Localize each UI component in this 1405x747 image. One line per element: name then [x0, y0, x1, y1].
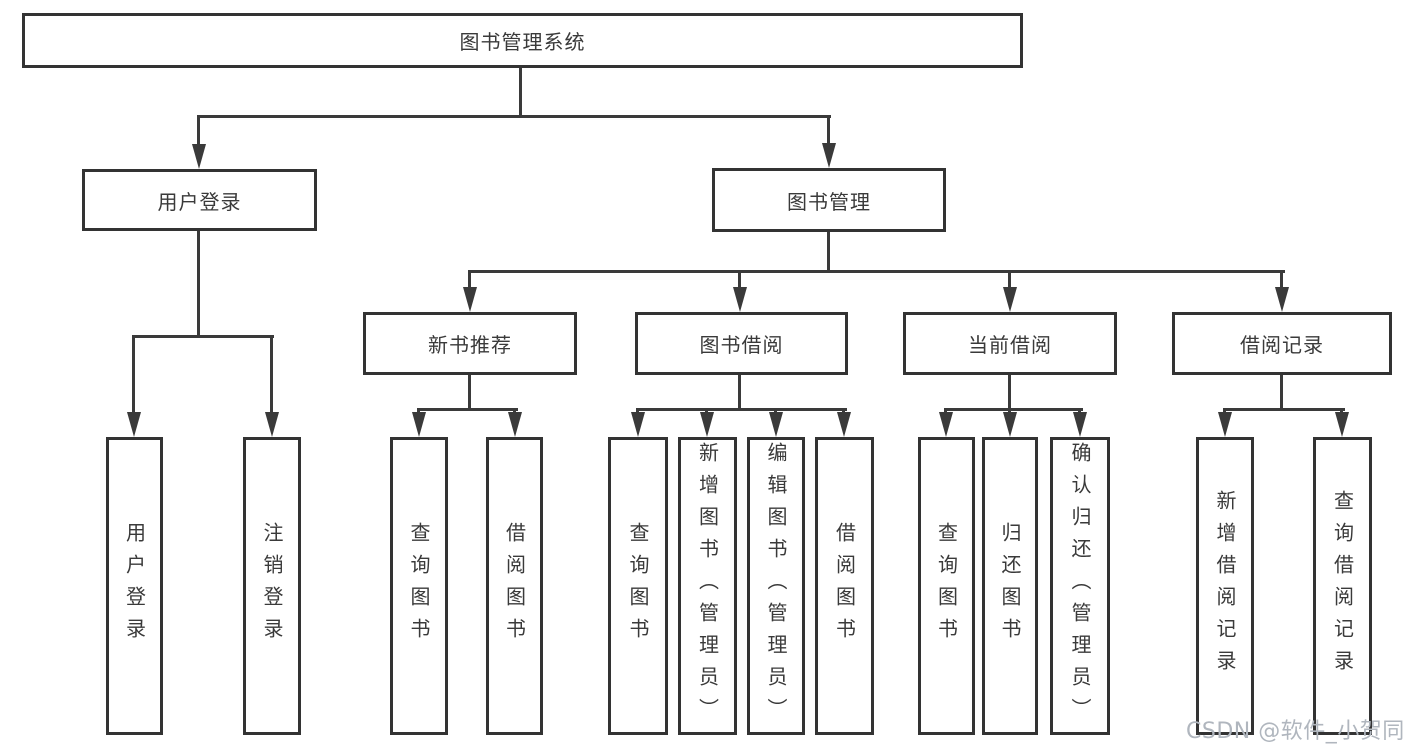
arrow-down-icon — [939, 412, 953, 437]
edge-line — [738, 270, 741, 288]
arrow-down-icon — [769, 412, 783, 437]
arrow-down-icon — [631, 412, 645, 437]
edge-line — [132, 335, 135, 412]
node-library-management-system: 图书管理系统 — [22, 13, 1023, 68]
edge-line — [1280, 375, 1283, 411]
leaf-borrow-books-recommend: 借阅图书 — [486, 437, 543, 735]
edge-line — [944, 408, 1083, 411]
node-label: 用户登录 — [157, 189, 242, 214]
node-new-book-recommendation: 新书推荐 — [363, 312, 577, 375]
edge-line — [827, 232, 830, 273]
leaf-edit-book-admin: 编辑图书（管理员） — [747, 437, 805, 735]
arrow-down-icon — [412, 412, 426, 437]
arrow-down-icon — [733, 287, 747, 312]
edge-line — [1008, 270, 1011, 288]
node-label: 新书推荐 — [428, 333, 512, 357]
node-label: 借阅图书 — [832, 522, 857, 650]
leaf-query-books-borrowing: 查询图书 — [608, 437, 668, 735]
edge-line — [944, 408, 947, 414]
leaf-query-books-recommend: 查询图书 — [390, 437, 448, 735]
edge-line — [519, 68, 522, 118]
arrow-down-icon — [192, 144, 206, 169]
edge-line — [738, 375, 741, 411]
node-book-management: 图书管理 — [712, 168, 946, 232]
leaf-query-books-current: 查询图书 — [918, 437, 975, 735]
edge-line — [1223, 408, 1226, 414]
node-label: 查询图书 — [626, 522, 650, 650]
edge-line — [774, 408, 777, 414]
node-label: 查询借阅记录 — [1330, 490, 1355, 682]
edge-line — [1008, 375, 1011, 411]
node-label: 归还图书 — [998, 522, 1022, 650]
edge-line — [705, 408, 708, 414]
edge-line — [132, 335, 274, 338]
leaf-add-borrow-record: 新增借阅记录 — [1196, 437, 1254, 735]
node-label: 图书管理 — [787, 189, 871, 214]
arrow-down-icon — [1218, 412, 1232, 437]
node-current-borrowing: 当前借阅 — [903, 312, 1117, 375]
arrow-down-icon — [1003, 412, 1017, 437]
edge-line — [197, 231, 200, 338]
edge-line — [468, 270, 471, 288]
edge-line — [1008, 408, 1011, 414]
leaf-confirm-return-admin: 确认归还（管理员） — [1050, 437, 1110, 735]
node-label: 用户登录 — [122, 522, 147, 650]
edge-line — [1078, 408, 1081, 414]
arrow-down-icon — [837, 412, 851, 437]
node-borrowing-records: 借阅记录 — [1172, 312, 1392, 375]
arrow-down-icon — [265, 412, 279, 437]
arrow-down-icon — [508, 412, 522, 437]
node-label: 新增借阅记录 — [1213, 490, 1237, 682]
leaf-user-login: 用户登录 — [106, 437, 163, 735]
node-label: 查询图书 — [407, 522, 431, 650]
leaf-borrow-books-borrowing: 借阅图书 — [815, 437, 874, 735]
edge-line — [1280, 270, 1283, 288]
edge-line — [1223, 408, 1345, 411]
edge-line — [197, 115, 831, 118]
node-label: 查询图书 — [934, 522, 959, 650]
leaf-add-book-admin: 新增图书（管理员） — [678, 437, 737, 735]
arrow-down-icon — [822, 143, 836, 168]
arrow-down-icon — [700, 412, 714, 437]
node-label: 新增图书（管理员） — [695, 442, 720, 730]
edge-line — [1340, 408, 1343, 414]
node-label: 注销登录 — [260, 522, 284, 650]
node-user-login: 用户登录 — [82, 169, 317, 231]
edge-line — [513, 408, 516, 414]
node-label: 借阅图书 — [502, 522, 527, 650]
watermark-text: CSDN @软件_小贺同学 — [1186, 719, 1405, 744]
arrow-down-icon — [1003, 287, 1017, 312]
edge-line — [468, 270, 1285, 273]
edge-line — [842, 408, 845, 414]
node-label: 确认归还（管理员） — [1068, 442, 1092, 730]
leaf-logout: 注销登录 — [243, 437, 301, 735]
node-label: 编辑图书（管理员） — [764, 442, 788, 730]
edge-line — [468, 375, 471, 411]
node-label: 当前借阅 — [968, 333, 1052, 357]
leaf-return-books: 归还图书 — [982, 437, 1038, 735]
arrow-down-icon — [1335, 412, 1349, 437]
node-label: 借阅记录 — [1240, 333, 1324, 357]
node-label: 图书借阅 — [699, 333, 784, 357]
edge-line — [417, 408, 518, 411]
edge-line — [417, 408, 420, 414]
arrow-down-icon — [1073, 412, 1087, 437]
node-book-borrowing: 图书借阅 — [635, 312, 848, 375]
edge-line — [636, 408, 639, 414]
edge-line — [827, 115, 830, 145]
arrow-down-icon — [1275, 287, 1289, 312]
leaf-query-borrow-record: 查询借阅记录 — [1313, 437, 1372, 735]
arrow-down-icon — [463, 287, 477, 312]
edge-line — [636, 408, 847, 411]
edge-line — [197, 115, 200, 145]
edge-line — [270, 335, 273, 412]
node-label: 图书管理系统 — [459, 30, 586, 54]
arrow-down-icon — [127, 412, 141, 437]
